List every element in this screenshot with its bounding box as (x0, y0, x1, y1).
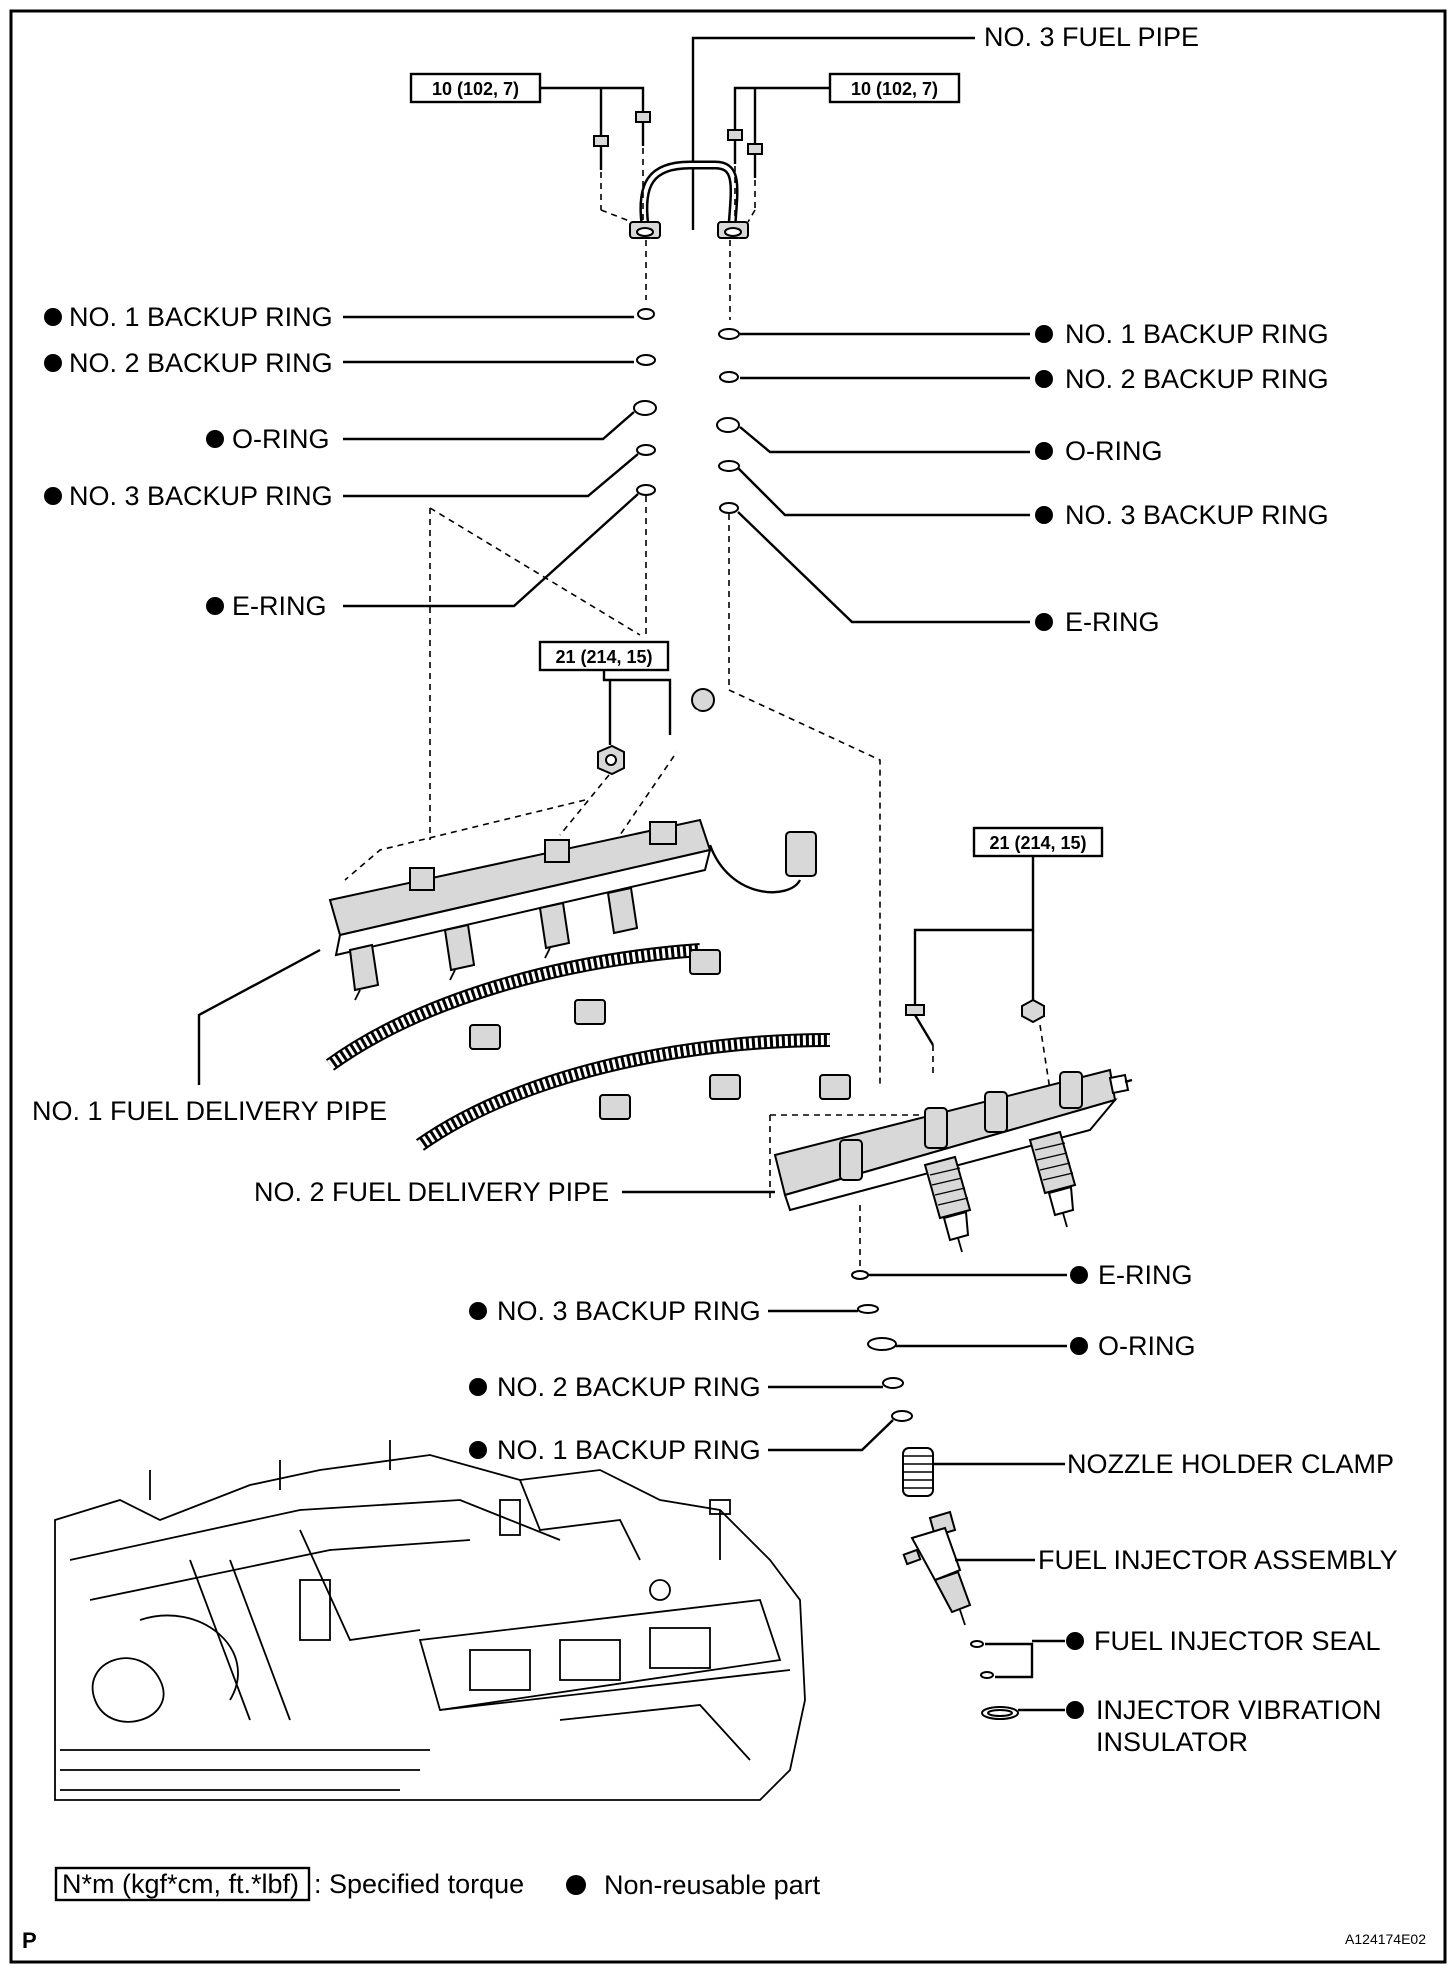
no1-fuel-delivery-pipe-drawing (328, 818, 817, 1001)
nozzle-holder-clamp-drawing: NOZZLE HOLDER CLAMP (902, 1447, 1394, 1497)
label-left-o-ring: O-RING (232, 424, 330, 454)
no3-fuel-pipe-drawing (629, 36, 975, 320)
label-nozzle-holder-clamp: NOZZLE HOLDER CLAMP (1067, 1449, 1394, 1479)
legend-torque-text: : Specified torque (314, 1869, 524, 1899)
non-reusable-mark (206, 430, 224, 448)
left-ring-stack (633, 308, 657, 635)
lower-ring-stack (851, 1270, 913, 1422)
non-reusable-mark (1035, 325, 1053, 343)
label-lower-no3-backup-ring: NO. 3 BACKUP RING (497, 1296, 761, 1326)
figure-id: A124174E02 (1345, 1931, 1426, 1947)
non-reusable-mark (469, 1378, 487, 1396)
lower-ring-labels: E-RING NO. 3 BACKUP RING O-RING NO. 2 BA… (469, 1260, 1196, 1465)
right-ring-labels: NO. 1 BACKUP RING NO. 2 BACKUP RING O-RI… (737, 319, 1329, 637)
page-frame (9, 9, 1447, 1964)
torque-box-top-left: 10 (102, 7) (409, 72, 645, 136)
injector-vibration-insulator-drawing: INJECTOR VIBRATION INSULATOR (981, 1695, 1382, 1757)
non-reusable-mark (44, 308, 62, 326)
torque-box-middle: 21 (214, 15) (538, 640, 715, 836)
label-right-no1-backup-ring: NO. 1 BACKUP RING (1065, 319, 1329, 349)
label-left-e-ring: E-RING (232, 591, 327, 621)
non-reusable-mark (1035, 506, 1053, 524)
non-reusable-mark (1035, 442, 1053, 460)
non-reusable-mark (1070, 1266, 1088, 1284)
fuel-injector-assembly-drawing: FUEL INJECTOR ASSEMBLY (902, 1510, 1398, 1626)
label-no1-fuel-delivery-pipe: NO. 1 FUEL DELIVERY PIPE (32, 1096, 387, 1126)
label-injector-vibration-insulator-line2: INSULATOR (1096, 1727, 1248, 1757)
label-lower-no2-backup-ring: NO. 2 BACKUP RING (497, 1372, 761, 1402)
fuel-injector-seal-drawing: FUEL INJECTOR SEAL (970, 1626, 1381, 1679)
non-reusable-legend-mark (566, 1875, 586, 1895)
non-reusable-mark (1035, 613, 1053, 631)
label-no3-fuel-pipe: NO. 3 FUEL PIPE (984, 22, 1199, 52)
label-right-no2-backup-ring: NO. 2 BACKUP RING (1065, 364, 1329, 394)
label-right-o-ring: O-RING (1065, 436, 1163, 466)
label-injector-vibration-insulator-line1: INJECTOR VIBRATION (1096, 1695, 1382, 1725)
no2-fuel-delivery-pipe-drawing (773, 1068, 1133, 1253)
legend-torque-unit: N*m (kgf*cm, ft.*lbf) (62, 1869, 299, 1899)
legend-nonreusable-text: Non-reusable part (604, 1870, 821, 1900)
engine-block-drawing (54, 1440, 806, 1801)
label-no2-fuel-delivery-pipe: NO. 2 FUEL DELIVERY PIPE (254, 1177, 609, 1207)
label-right-e-ring: E-RING (1065, 607, 1160, 637)
label-fuel-injector-assembly: FUEL INJECTOR ASSEMBLY (1038, 1545, 1398, 1575)
page-marker: P (22, 1928, 37, 1953)
non-reusable-mark (1035, 370, 1053, 388)
non-reusable-mark (206, 597, 224, 615)
non-reusable-mark (469, 1302, 487, 1320)
label-lower-no1-backup-ring: NO. 1 BACKUP RING (497, 1435, 761, 1465)
label-left-no2-backup-ring: NO. 2 BACKUP RING (69, 348, 333, 378)
left-ring-labels: NO. 1 BACKUP RING NO. 2 BACKUP RING O-RI… (44, 302, 639, 621)
torque-legend-box (54, 1866, 311, 1902)
label-fuel-injector-seal: FUEL INJECTOR SEAL (1094, 1626, 1381, 1656)
right-ring-stack (716, 328, 881, 1085)
non-reusable-mark (469, 1441, 487, 1459)
non-reusable-mark (44, 354, 62, 372)
wire-harnesses (325, 943, 851, 1151)
label-left-no1-backup-ring: NO. 1 BACKUP RING (69, 302, 333, 332)
label-right-no3-backup-ring: NO. 3 BACKUP RING (1065, 500, 1329, 530)
label-left-no3-backup-ring: NO. 3 BACKUP RING (69, 481, 333, 511)
non-reusable-mark (44, 487, 62, 505)
non-reusable-mark (1066, 1632, 1084, 1650)
torque-label-top-right: 10 (102, 7) (851, 79, 938, 99)
torque-label-right: 21 (214, 15) (989, 833, 1086, 853)
non-reusable-mark (1066, 1701, 1084, 1719)
label-lower-e-ring: E-RING (1098, 1260, 1193, 1290)
torque-label-top-left: 10 (102, 7) (432, 79, 519, 99)
torque-box-right: 21 (214, 15) (905, 826, 1104, 1091)
non-reusable-mark (1070, 1337, 1088, 1355)
torque-label-middle: 21 (214, 15) (555, 647, 652, 667)
torque-box-top-right: 10 (102, 7) (733, 72, 961, 144)
top-bolts (593, 111, 763, 223)
label-lower-o-ring: O-RING (1098, 1331, 1196, 1361)
legend: N*m (kgf*cm, ft.*lbf) : Specified torque… (54, 1866, 821, 1902)
